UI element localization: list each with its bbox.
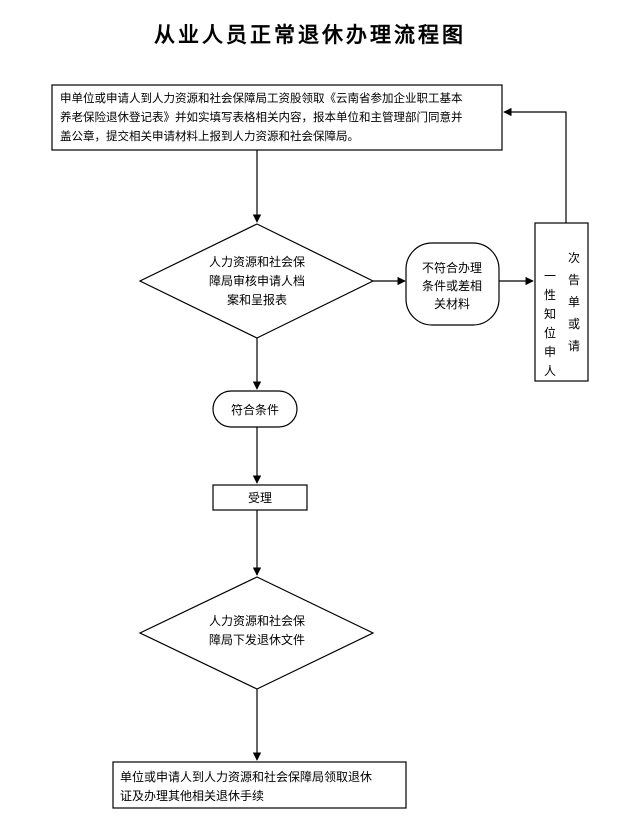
collect-line-2: 证及办理其他相关退休手续	[120, 788, 264, 803]
page-title: 从业人员正常退休办理流程图	[154, 22, 466, 47]
eligible-label: 符合条件	[231, 402, 279, 417]
apply-box	[51, 84, 503, 151]
accept-label: 受理	[248, 491, 272, 505]
not-eligible-line-3: 关材料	[434, 297, 470, 311]
issue-line-2: 障局下发退休文件	[209, 632, 305, 647]
apply-line-3: 盖公章，提交相关申请材料上报到人力资源和社会保障局。	[60, 129, 359, 143]
notify-box	[534, 222, 589, 382]
accept-box	[212, 484, 308, 511]
notify-column-right: 次告单或请	[568, 251, 580, 353]
apply-step: 申单位或申请人到人力资源和社会保障局工资股领取《云南省参加企业职工基本 养老保险…	[51, 84, 503, 151]
issue-line-1: 人力资源和社会保	[209, 613, 305, 628]
not-eligible-node: 不符合办理 条件或差相 关材料	[405, 242, 500, 326]
notify-node: 次告单或请 一性知位申人	[534, 222, 589, 382]
not-eligible-box	[405, 242, 500, 326]
issue-step: 人力资源和社会保 障局下发退休文件	[138, 576, 375, 690]
notify-column-left: 一性知位申人	[544, 269, 556, 378]
collect-box	[112, 761, 407, 809]
review-line-2: 障局审核申请人档	[209, 273, 305, 288]
arrow-notify-to-apply	[503, 107, 567, 223]
accept-node: 受理	[212, 484, 308, 511]
review-line-1: 人力资源和社会保	[209, 254, 305, 269]
collect-line-1: 单位或申请人到人力资源和社会保障局领取退休	[120, 769, 372, 784]
review-decision: 人力资源和社会保 障局审核申请人档 案和呈报表	[138, 223, 375, 339]
review-line-3: 案和呈报表	[227, 292, 287, 307]
not-eligible-line-2: 条件或差相	[422, 279, 482, 293]
eligible-node: 符合条件	[212, 390, 298, 428]
apply-line-1: 申单位或申请人到人力资源和社会保障局工资股领取《云南省参加企业职工基本	[60, 91, 463, 105]
apply-line-2: 养老保险退休登记表》并如实填写表格相关内容，报本单位和主管理部门同意并	[60, 110, 463, 124]
eligible-box	[212, 390, 298, 428]
not-eligible-line-1: 不符合办理	[422, 260, 482, 275]
collect-step: 单位或申请人到人力资源和社会保障局领取退休 证及办理其他相关退休手续	[112, 761, 407, 809]
